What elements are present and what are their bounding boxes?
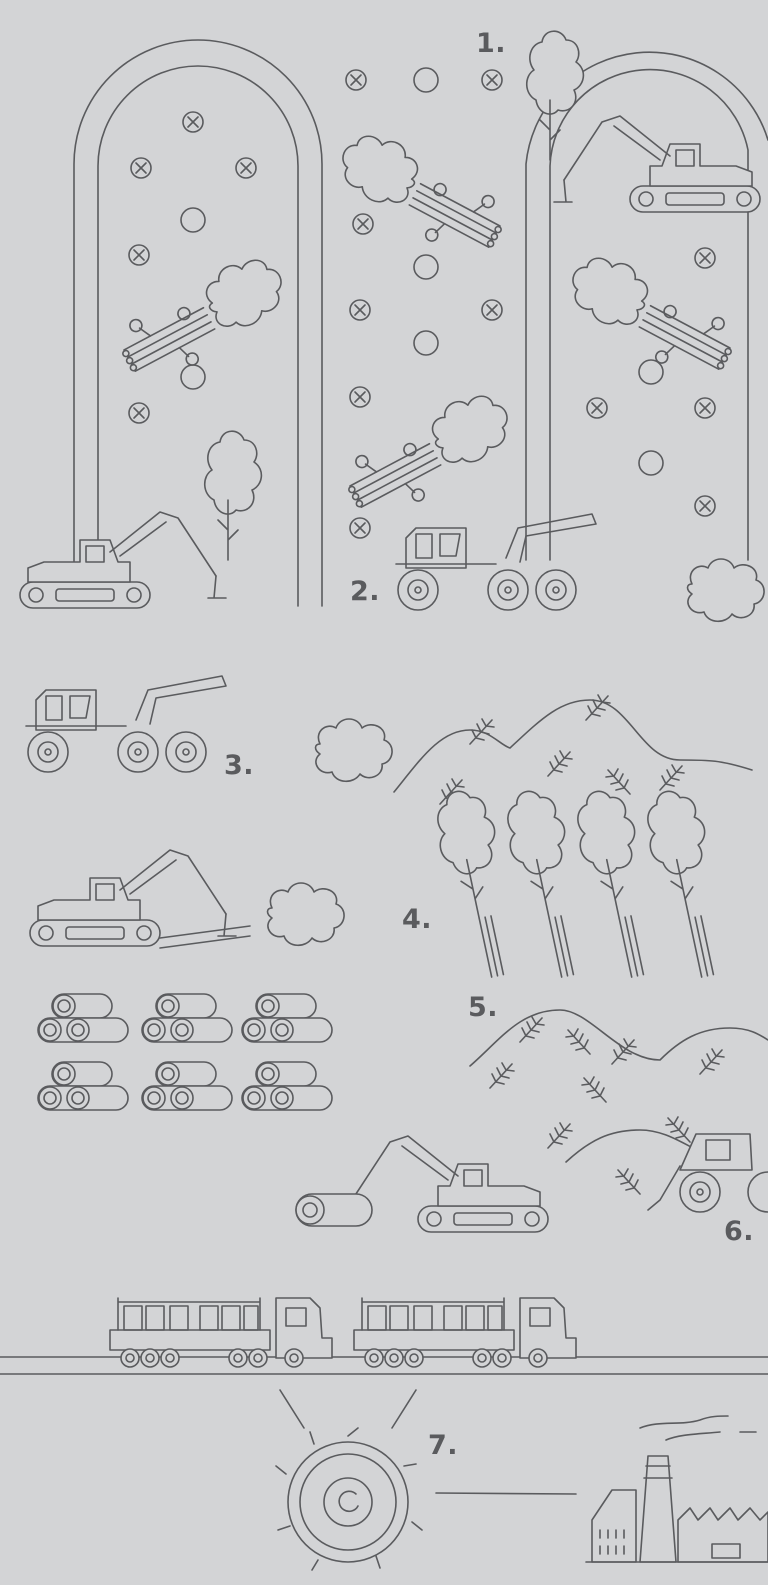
step-label-5: 5. <box>468 992 498 1023</box>
excavator-icon <box>30 850 344 948</box>
step-label-2: 2. <box>350 576 380 607</box>
excavator-icon <box>296 1136 548 1232</box>
hill-icon <box>394 695 752 804</box>
road <box>0 1357 768 1374</box>
step-label-4: 4. <box>402 904 432 935</box>
factory-icon <box>586 1416 768 1562</box>
forwarder-icon <box>26 514 764 781</box>
log-stack-icon <box>38 994 332 1110</box>
forwarder-icon <box>648 1134 768 1212</box>
arch-right <box>526 52 768 560</box>
step-label-6: 6. <box>724 1216 754 1247</box>
felled-log-icon <box>110 123 745 528</box>
saw-blade-icon <box>276 1390 576 1570</box>
step-label-1: 1. <box>476 28 506 59</box>
sapling-icon <box>430 786 735 982</box>
step-label-3: 3. <box>224 750 254 781</box>
arch-left <box>74 40 322 606</box>
step-label-7: 7. <box>428 1430 458 1461</box>
